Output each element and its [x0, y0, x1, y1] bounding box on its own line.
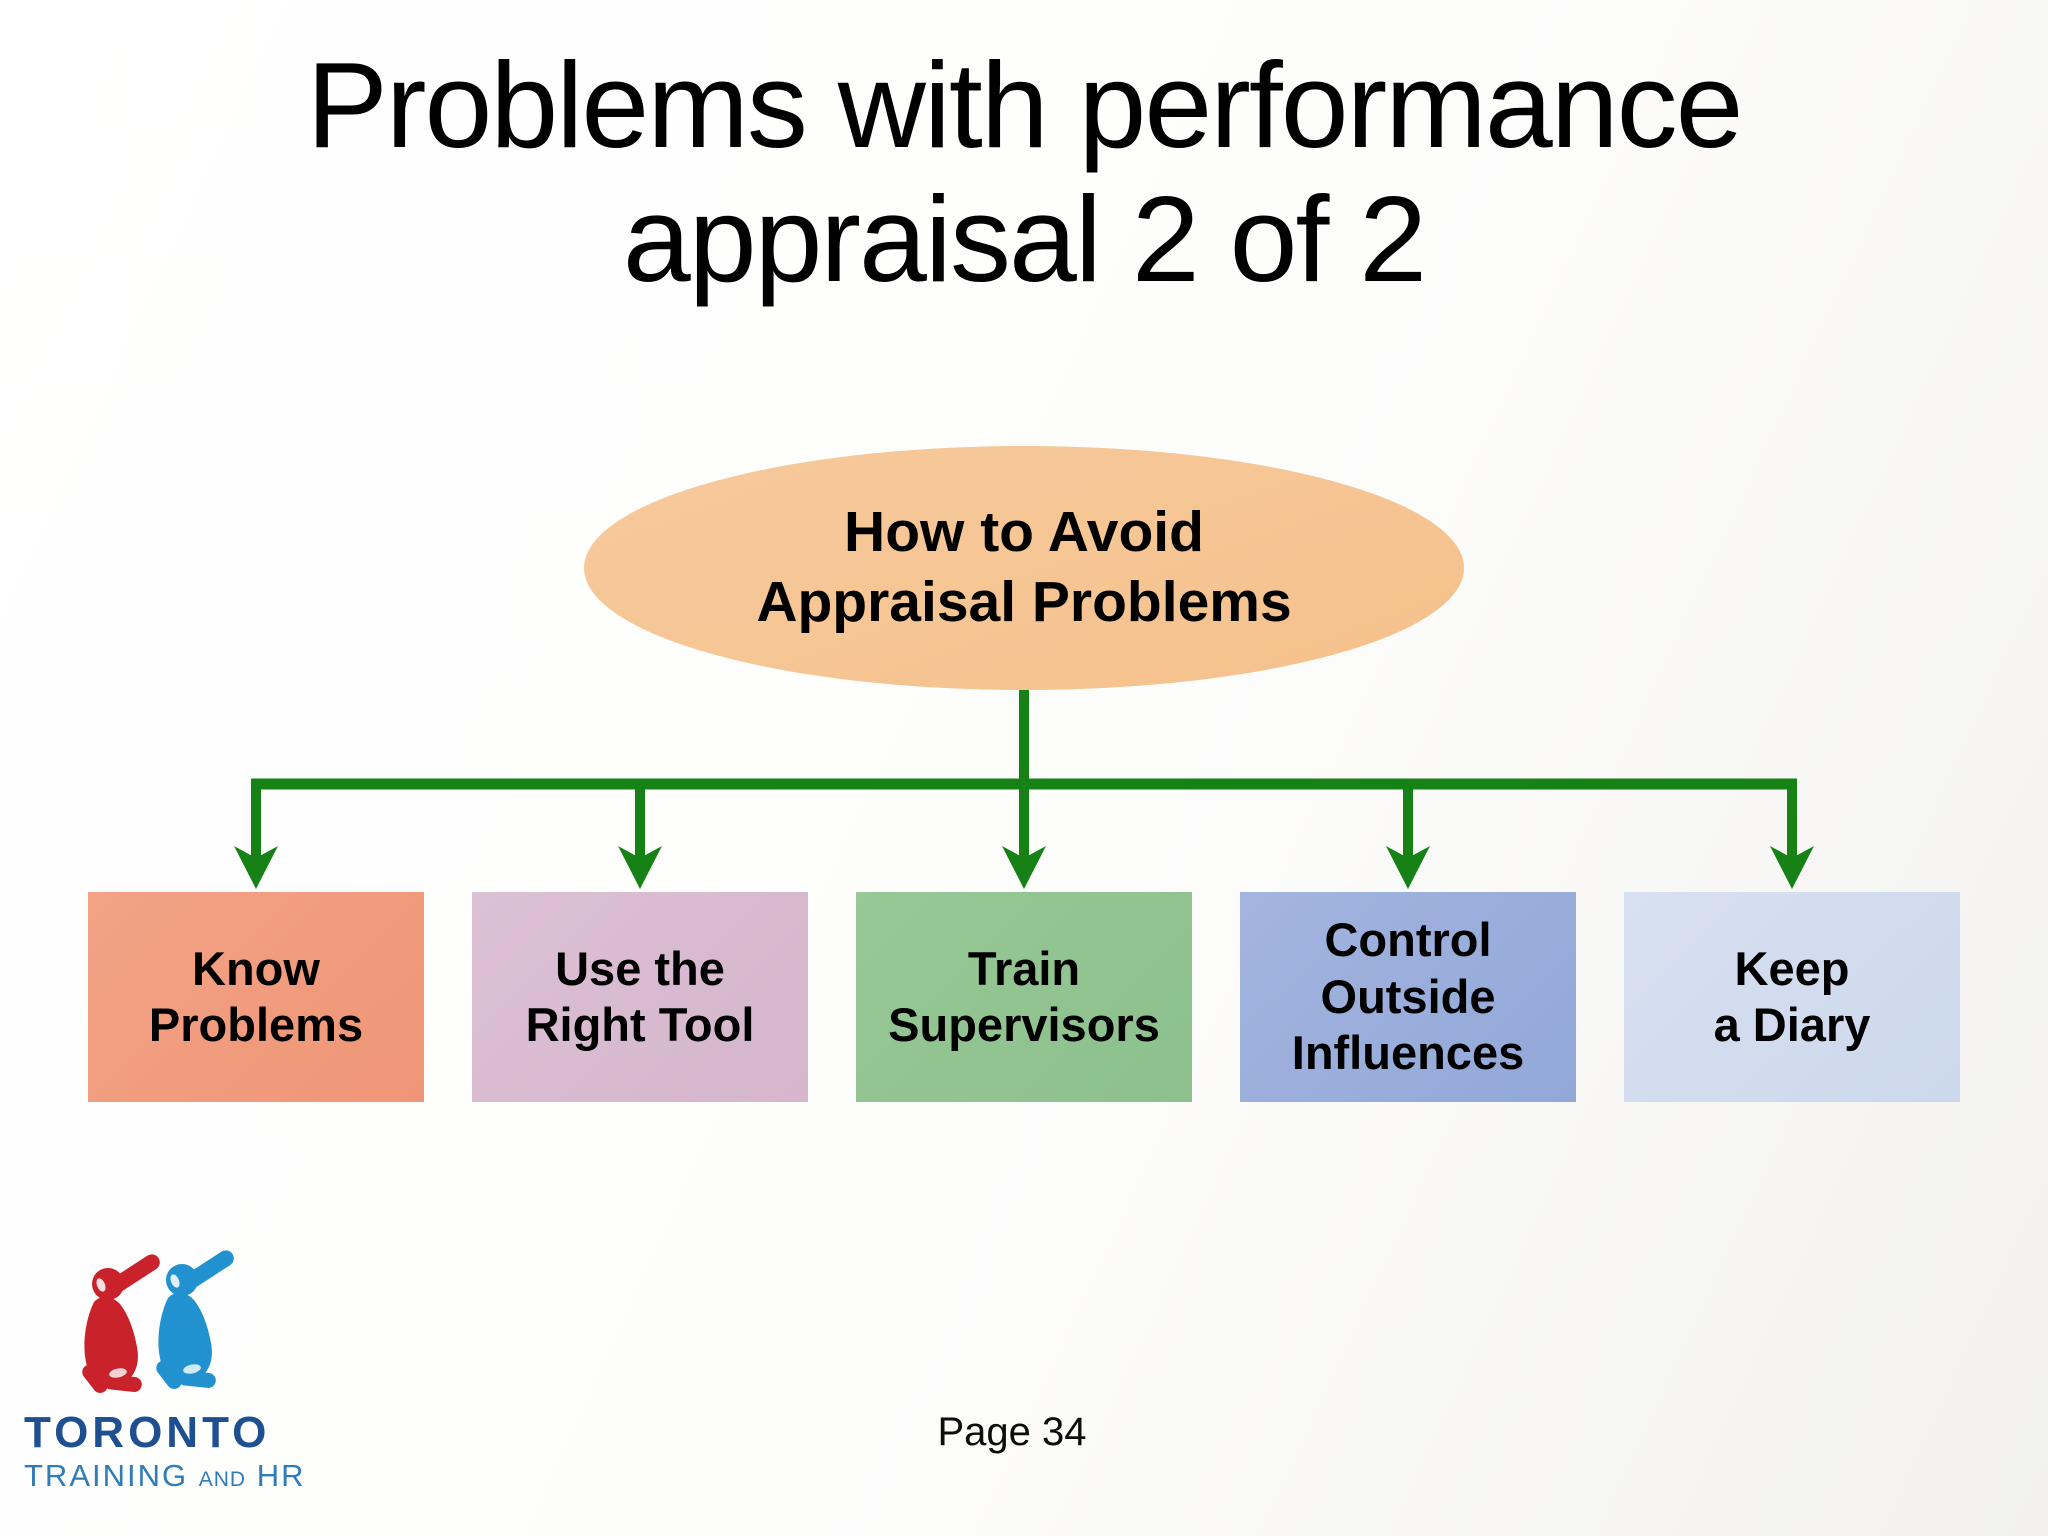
node-line: Use the [555, 941, 725, 995]
root-node-line2: Appraisal Problems [756, 570, 1292, 634]
logo-subtitle-word-training: TRAINING [24, 1458, 189, 1493]
node-line: Keep [1734, 941, 1850, 995]
node-line: Train [967, 941, 1081, 995]
node-line: a Diary [1713, 998, 1871, 1051]
node-line: Supervisors [888, 998, 1160, 1051]
node-line: Outside [1320, 969, 1496, 1023]
node-keep-a-diary: Keep a Diary [1624, 892, 1960, 1102]
node-train-supervisors: Train Supervisors [856, 892, 1192, 1102]
logo-title: TORONTO [24, 1408, 271, 1457]
node-use-the-right-tool: Use the Right Tool [472, 892, 808, 1102]
arrowhead-1 [234, 846, 278, 889]
node-know-problems: Know Problems [88, 892, 424, 1102]
slide-title-line1: Problems with performance [306, 37, 1744, 173]
root-node-line1: How to Avoid [844, 500, 1204, 565]
logo-subtitle-word-hr: HR [256, 1458, 306, 1493]
slide-title-line2: appraisal 2 of 2 [622, 171, 1427, 308]
node-line: Right Tool [525, 998, 755, 1051]
node-line: Know [192, 941, 320, 995]
node-line: Problems [148, 998, 364, 1051]
arrowhead-3 [1002, 846, 1046, 889]
node-control-outside-influences: Control Outside Influences [1240, 892, 1576, 1102]
arrowhead-4 [1386, 846, 1430, 889]
page-number-label: Page 34 [937, 1410, 1087, 1454]
node-line: Control [1324, 913, 1492, 967]
logo-subtitle: TRAINING AND HR [24, 1458, 306, 1494]
node-line: Influences [1291, 1026, 1525, 1080]
logo-subtitle-word-and: AND [198, 1468, 247, 1491]
slide-title: Problems with performance appraisal 2 of… [0, 37, 2048, 308]
logo-figure-blue [153, 1250, 237, 1392]
arrowhead-2 [618, 846, 662, 889]
logo-figure-red [79, 1251, 163, 1396]
logo-figures-icon [79, 1250, 237, 1396]
root-node-how-to-avoid: How to Avoid Appraisal Problems [584, 446, 1464, 690]
arrowhead-5 [1770, 846, 1814, 889]
